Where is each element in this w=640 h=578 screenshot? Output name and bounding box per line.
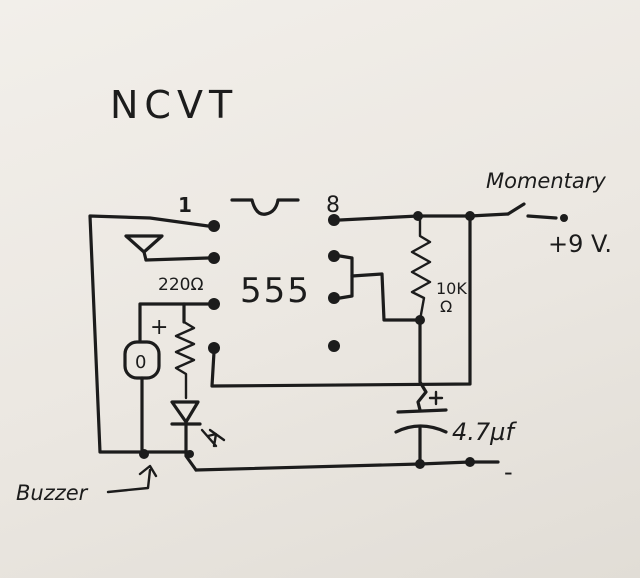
junction-led [186,450,194,458]
resistor-220-label: 220Ω [158,275,203,295]
wire-threshold-capacitor [416,318,428,412]
diagram-title: NCVT [110,83,238,127]
wire-threshold [350,272,422,322]
led-icon [170,400,202,426]
pin-7 [328,250,340,262]
capacitor-plus-icon [428,390,444,406]
buzzer-pointer-arrow [106,464,158,494]
wire-pin4-rail [210,212,472,388]
pin-2 [208,252,220,264]
pin-5 [328,340,340,352]
wire-antenna-pin2 [144,256,210,262]
wire-ground-rail [194,460,500,472]
pin-1 [208,220,220,232]
pin-8-label: 8 [326,193,340,218]
resistor-10k-value: 10K [436,279,467,298]
ic-notch [230,198,300,216]
junction-buzzer [139,449,149,459]
pin-8 [328,214,340,226]
buzzer-plus-sign: + [150,315,168,340]
pin-6 [328,292,340,304]
resistor-220-icon [174,320,196,400]
pin-4 [208,342,220,354]
minus-label: - [504,458,513,486]
junction-ground-right [465,457,475,467]
wire-led-ground [184,422,198,472]
pin-3 [208,298,220,310]
momentary-switch-icon [506,202,558,220]
buzzer-label: Buzzer [16,481,89,505]
ic-label: 555 [240,271,311,311]
wire-pin1-ground [88,214,210,454]
junction-top-right [465,211,475,221]
switch-label: Momentary [486,169,606,193]
supply-label: +9 V. [548,230,612,258]
wire-pin7-pin6 [338,254,354,300]
wire-top-rail [338,212,510,222]
resistor-10k-unit: Ω [440,297,452,316]
capacitor-label: 4.7µf [452,418,517,446]
antenna-icon [124,234,164,262]
led-light-arrows [200,428,226,448]
capacitor-icon [394,408,448,434]
switch-terminal [560,214,568,222]
resistor-10k-icon [410,216,432,322]
pin-1-label: 1 [178,193,192,217]
junction-top-left [413,211,423,221]
buzzer-symbol: 0 [135,352,146,373]
